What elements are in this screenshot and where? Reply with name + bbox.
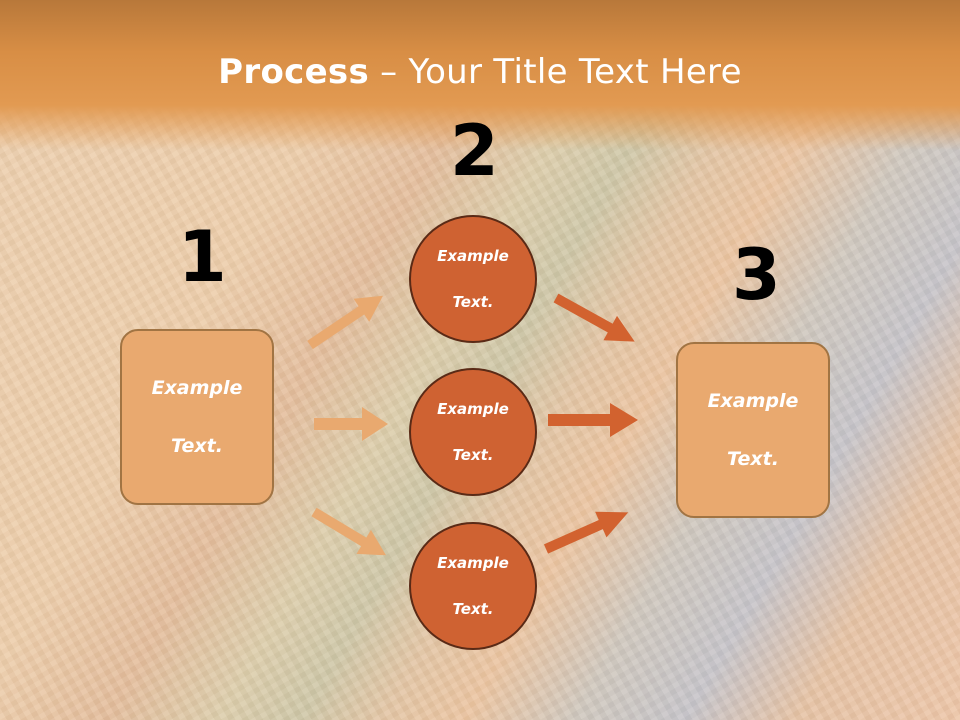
step-number-1: 1: [178, 216, 227, 298]
circle-1-line1: Example: [437, 246, 509, 265]
left-box: Example Text.: [120, 329, 274, 505]
circle-3-line2: Text.: [452, 599, 494, 618]
right-box-line1: Example: [707, 389, 799, 412]
step-number-3: 3: [732, 234, 781, 316]
left-box-line1: Example: [151, 376, 243, 399]
arrow-to-circle-3: [311, 507, 387, 556]
circle-2-line1: Example: [437, 399, 509, 418]
arrow-from-circle-3: [543, 511, 629, 554]
circle-1: Example Text.: [409, 215, 537, 343]
circle-3-line1: Example: [437, 553, 509, 572]
right-box: Example Text.: [676, 342, 830, 518]
arrow-from-circle-1: [553, 293, 635, 342]
step-number-2: 2: [450, 110, 499, 192]
light-arrows: [307, 295, 388, 556]
arrow-to-circle-2: [314, 407, 388, 441]
arrow-from-circle-2: [548, 403, 638, 437]
title-band: [0, 0, 960, 150]
title-bold: Process: [218, 52, 370, 92]
circle-2: Example Text.: [409, 368, 537, 496]
right-box-line2: Text.: [727, 447, 779, 470]
title-rest: – Your Title Text Here: [369, 52, 742, 92]
circle-3: Example Text.: [409, 522, 537, 650]
arrow-to-circle-1: [307, 295, 383, 350]
circle-2-line2: Text.: [452, 445, 494, 464]
slide-title: Process – Your Title Text Here: [0, 52, 960, 92]
circle-1-line2: Text.: [452, 292, 494, 311]
dark-arrows: [543, 293, 638, 554]
left-box-line2: Text.: [171, 434, 223, 457]
